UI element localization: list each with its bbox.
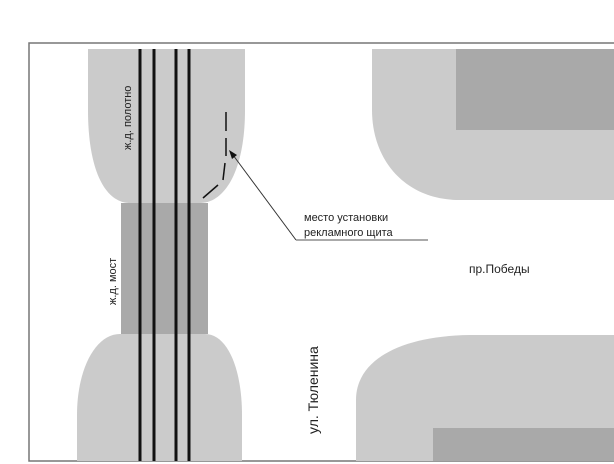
lower-right-building <box>433 428 614 461</box>
rail-bridge <box>121 203 208 334</box>
upper-right-building <box>456 49 614 130</box>
diagram-frame <box>28 42 614 462</box>
arrow-head-icon <box>229 150 237 159</box>
rail-embankment-upper <box>88 49 245 203</box>
callout-text-line2: рекламного щита <box>304 227 394 239</box>
billboard-location-marker <box>202 112 227 199</box>
label-rail-track: ж.д. полотно <box>122 86 134 150</box>
label-rail-bridge: ж.д. мост <box>107 258 119 305</box>
callout-text-line1: место установки <box>304 212 388 224</box>
callout-leader <box>229 150 428 241</box>
label-street: ул. Тюленина <box>305 346 321 434</box>
rail-embankment-lower <box>77 334 242 461</box>
label-avenue: пр.Победы <box>469 262 530 276</box>
rail-tracks <box>138 49 191 461</box>
